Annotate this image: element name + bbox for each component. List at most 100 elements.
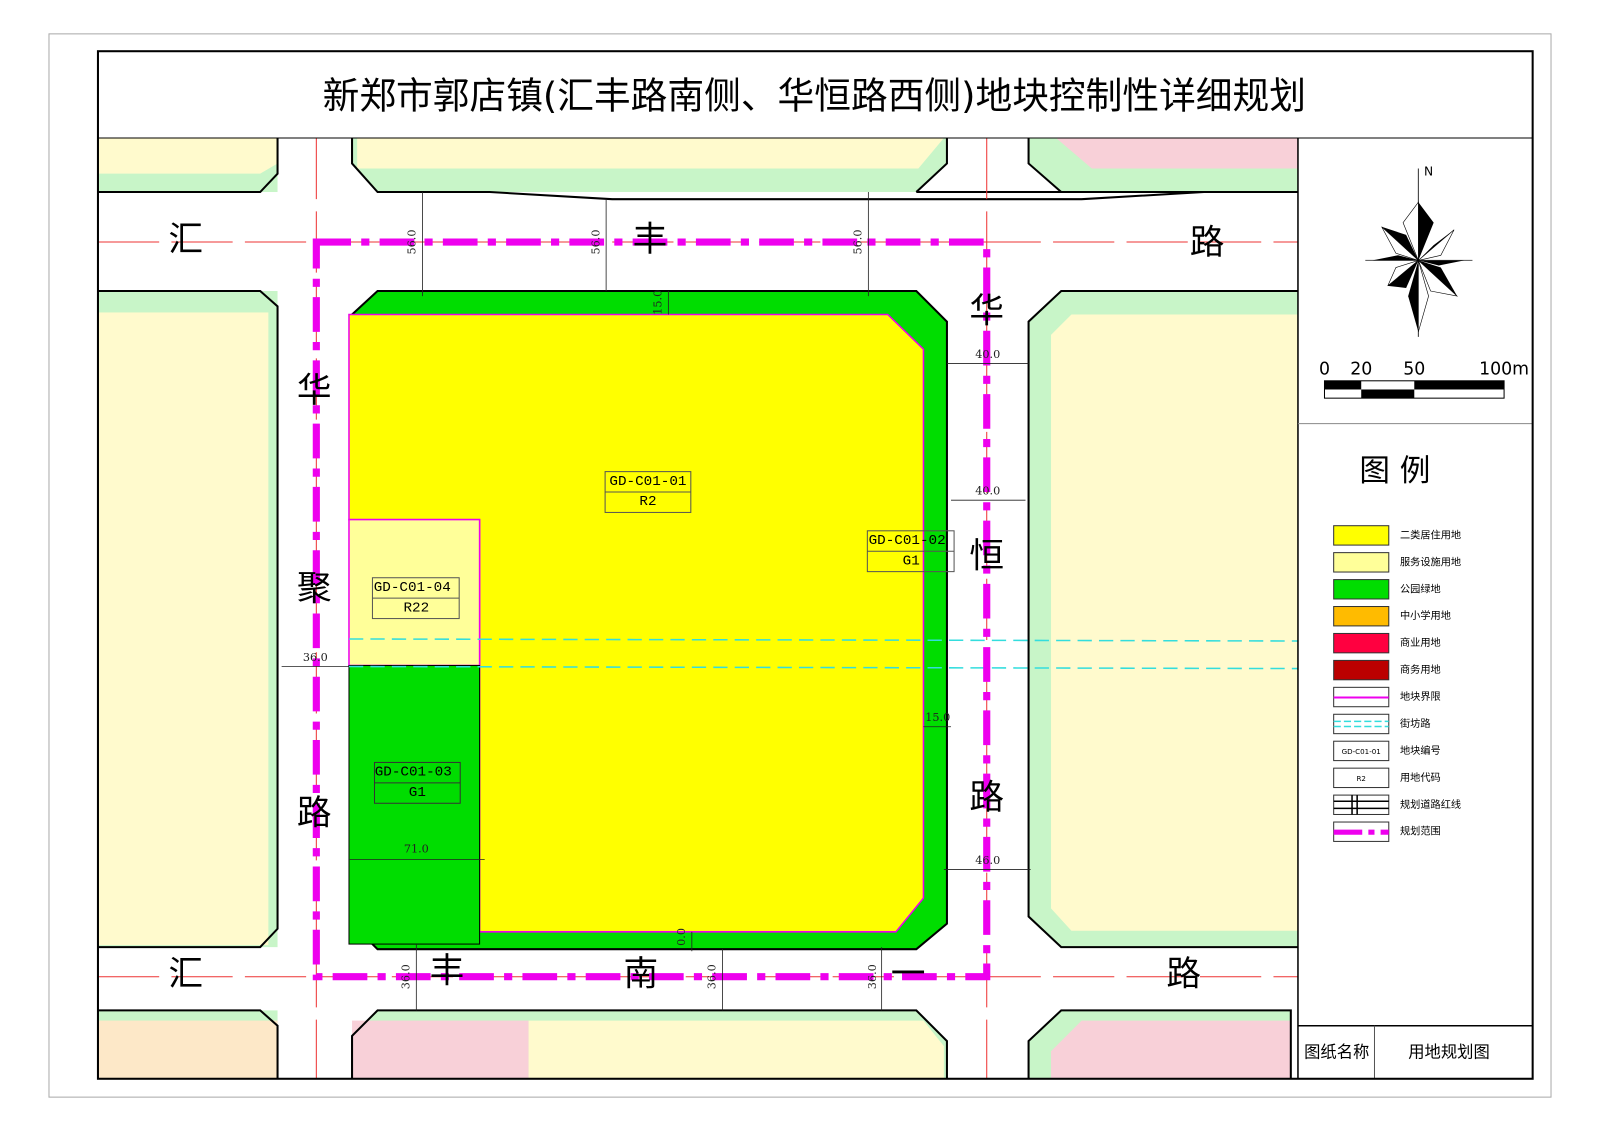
road-right-char-1: 华 (969, 291, 1004, 331)
dim-top-road-2: 56.0 (589, 230, 602, 255)
road-top-char-2: 丰 (633, 220, 668, 260)
legend-swatch (1333, 579, 1390, 600)
road-names: 汇 丰 路 华 恒 路 华 聚 路 汇 丰 南 一 路 (168, 220, 1224, 995)
scale-label: 50 (1403, 360, 1425, 380)
legend-label: 中小学用地 (1400, 609, 1451, 622)
parcel-id: GD-C01-04 (374, 580, 451, 596)
road-left-char-1: 华 (297, 371, 332, 411)
road-red-lines (97, 137, 1298, 1079)
dim-top-road-1: 56.0 (406, 230, 419, 255)
legend-swatch (1333, 606, 1390, 627)
scale-bar: 0 20 50 100m (1319, 360, 1529, 399)
street-lines (348, 638, 1298, 670)
legend-item: 公园绿地 (1333, 579, 1441, 600)
dim-top-road-3: 56.0 (852, 230, 865, 255)
dim-bottom-road-2: 36.0 (706, 964, 719, 989)
legend-swatch (1333, 767, 1390, 789)
dim-right-road-bottom: 46.0 (975, 854, 1000, 867)
legend-label: 用地代码 (1400, 771, 1441, 784)
parcel-id: GD-C01-01 (609, 474, 686, 490)
legend-sample-text: GD-C01-01 (1342, 747, 1381, 756)
block-right (1028, 291, 1298, 948)
planning-site (348, 289, 948, 951)
dimension-lines (281, 192, 1031, 1011)
parcel-code: R2 (639, 494, 656, 510)
parcel-code: G1 (409, 785, 426, 801)
legend-item: 规划道路红线 (1333, 794, 1461, 815)
parcel-label-gd-c01-01: GD-C01-01 R2 (604, 471, 692, 513)
legend-item: 服务设施用地 (1333, 552, 1461, 573)
road-left-char-2: 聚 (297, 569, 332, 609)
north-label: N (1424, 165, 1433, 179)
map-area: 56.0 56.0 56.0 15.0 40.0 40.0 36.0 15.0 … (97, 137, 1298, 1079)
block-bottom-right (1028, 1010, 1291, 1079)
road-bottom-char-5: 路 (1166, 955, 1201, 995)
legend-swatch (1333, 552, 1390, 573)
legend-swatch (1333, 525, 1390, 546)
planning-boundary (312, 238, 991, 981)
road-right-char-2: 恒 (969, 536, 1004, 576)
legend-item: 商务用地 (1333, 659, 1441, 681)
road-left-char-3: 路 (297, 793, 332, 833)
dim-top-green: 15.0 (652, 290, 665, 315)
dim-bottom-road-1: 36.0 (400, 964, 413, 989)
parcel-code: R22 (403, 600, 429, 616)
legend-label: 规划道路红线 (1400, 798, 1461, 811)
legend-item: 商业用地 (1333, 632, 1441, 654)
block-top-left (97, 137, 278, 193)
road-bottom-char-2: 丰 (430, 952, 465, 992)
legend-swatch (1333, 713, 1390, 735)
road-top-char-1: 汇 (168, 220, 203, 260)
legend-label: 街坊路 (1400, 717, 1431, 730)
legend-swatch (1333, 794, 1390, 815)
legend-swatch (1333, 740, 1390, 762)
dim-right-road-mid: 40.0 (975, 485, 1000, 498)
legend-label: 地块编号 (1400, 744, 1441, 757)
side-panel: N 0 20 50 100m 图 例 二类居住用地服务设施用地公园绿地中小学用地… (1297, 137, 1533, 1079)
parcel-id: GD-C01-03 (375, 765, 452, 781)
block-top-middle (352, 137, 947, 193)
scale-label: 20 (1350, 360, 1372, 380)
parcel-id: GD-C01-02 (869, 533, 946, 549)
legend-item: 规划范围 (1333, 821, 1441, 842)
north-arrow-icon: N (1365, 165, 1473, 337)
road-bottom-char-3: 南 (623, 955, 658, 995)
scale-label: 100m (1479, 360, 1529, 380)
block-bottom-left (97, 1010, 278, 1079)
drawing-border (96, 50, 1534, 1080)
legend-label: 商业用地 (1400, 636, 1441, 649)
legend-label: 服务设施用地 (1400, 555, 1461, 568)
road-right-char-3: 路 (969, 778, 1004, 818)
legend-label: 商务用地 (1400, 663, 1441, 676)
parcel-label-gd-c01-03: GD-C01-03 G1 (373, 761, 461, 804)
dimension-labels: 56.0 56.0 56.0 15.0 40.0 40.0 36.0 15.0 … (303, 230, 1000, 990)
road-top-char-3: 路 (1190, 223, 1225, 263)
legend-label: 规划范围 (1400, 825, 1441, 838)
parcel-code: G1 (903, 553, 920, 569)
legend-item: 中小学用地 (1333, 606, 1451, 627)
parcel-label-gd-c01-04: GD-C01-04 R22 (371, 577, 460, 620)
parcel-label-gd-c01-02: GD-C01-02 G1 (866, 530, 955, 573)
legend-label: 二类居住用地 (1400, 528, 1461, 541)
block-top-right (1028, 137, 1298, 193)
drawing-name-label: 图纸名称 (1304, 1043, 1369, 1062)
parcel-gd-c01-04-service (348, 518, 481, 667)
dim-left-road: 36.0 (303, 651, 328, 664)
legend-label: 公园绿地 (1400, 582, 1441, 595)
dim-bottom-green: 0.0 (675, 928, 688, 946)
dim-right-road-top: 40.0 (975, 348, 1000, 361)
legend-swatch-road (1333, 795, 1389, 815)
legend-item: GD-C01-01 地块编号 (1333, 740, 1441, 762)
legend-item: 街坊路 (1333, 713, 1431, 735)
block-bottom-middle (352, 1010, 947, 1079)
scale-label: 0 (1319, 360, 1330, 380)
road-bottom-char-4: 一 (891, 955, 926, 995)
dim-bottom-road-3: 36.0 (866, 964, 879, 989)
legend-label: 地块界限 (1400, 690, 1441, 703)
drawing-name-value: 用地规划图 (1408, 1043, 1490, 1062)
dim-left-green-width: 71.0 (404, 843, 429, 856)
map-title: 新郑市郭店镇(汇丰路南侧、华恒路西侧)地块控制性详细规划 (323, 75, 1306, 118)
